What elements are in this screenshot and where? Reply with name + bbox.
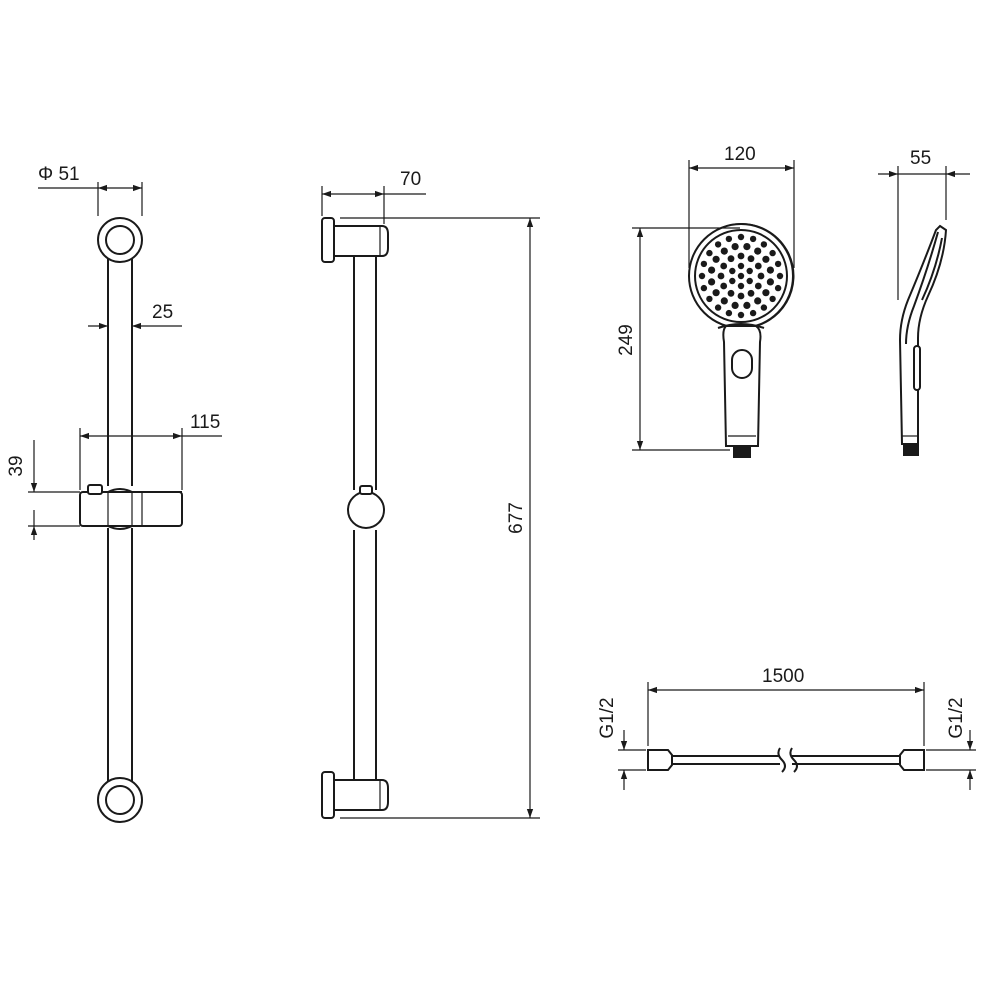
hose-length-label: 1500 (762, 666, 804, 687)
nozzle-dot (743, 301, 751, 309)
nozzle-dot (737, 292, 745, 300)
rail-front-view: Φ 51 25 115 39 (6, 164, 222, 823)
thread-right-label: G1/2 (946, 697, 967, 738)
rail-side-view: 70 677 (321, 169, 540, 819)
dimension-thread-left: G1/2 (597, 697, 646, 790)
nozzle-dot (706, 249, 713, 257)
nozzle-dot (754, 282, 762, 290)
nozzle-dot (754, 262, 762, 270)
nozzle-dot (747, 255, 755, 263)
hand-shower-side: 55 (878, 148, 970, 456)
dimension-head-width: 120 (688, 144, 795, 268)
dimension-ring-diameter: Φ 51 (38, 164, 143, 216)
nozzle-dot (749, 235, 757, 243)
top-wall-plate (321, 217, 335, 263)
wall-offset-label: 70 (400, 169, 421, 190)
rail-width-label: 25 (152, 302, 173, 323)
dimension-thread-right: G1/2 (926, 697, 976, 790)
nozzle-dot (766, 278, 775, 286)
nozzle-dot (776, 272, 784, 280)
nozzle-dot (760, 304, 768, 311)
nozzle-dot (737, 272, 745, 280)
dimension-wall-offset: 70 (321, 169, 426, 224)
nozzle-dot (760, 241, 768, 248)
dimension-slider-height: 39 (6, 440, 80, 540)
nozzle-dot (769, 249, 776, 257)
dimension-head-depth: 55 (878, 148, 970, 300)
nozzle-dot (746, 277, 753, 285)
nozzle-dot (725, 309, 733, 317)
nozzle-dot (747, 289, 755, 297)
hose-nut-left (647, 749, 673, 771)
nozzle-dot (754, 247, 762, 255)
nozzle-dot (727, 255, 735, 263)
dimension-hose-length: 1500 (647, 666, 925, 746)
thread-left-label: G1/2 (597, 697, 618, 738)
shower-hose: 1500 G1/2 G1/2 (597, 666, 976, 790)
dimension-rail-length: 677 (340, 217, 540, 819)
nozzle-dot (725, 235, 733, 243)
head-width-label: 120 (724, 144, 756, 165)
nozzle-dot (737, 252, 745, 260)
nozzle-dot (754, 297, 762, 305)
nozzle-dot (700, 284, 708, 292)
nozzle-dot (698, 272, 706, 280)
hose-nut-right (899, 749, 925, 771)
nozzle-dot (727, 289, 735, 297)
nozzle-dot (762, 255, 770, 263)
nozzle-dot (700, 260, 708, 268)
nozzle-dot (731, 243, 739, 251)
nozzle-dot (729, 277, 736, 285)
slider-holder-front (79, 484, 183, 530)
nozzle-dot (712, 289, 720, 297)
dimension-rail-width: 25 (88, 302, 182, 330)
nozzle-dot (762, 289, 770, 297)
bottom-wall-plate (321, 771, 335, 819)
slider-height-label: 39 (6, 455, 27, 476)
nozzle-dot (737, 311, 745, 319)
ring-diameter-label: Φ 51 (38, 164, 80, 185)
dimension-slider-length: 115 (79, 412, 222, 490)
nozzle-dot (714, 304, 722, 311)
nozzle-dot (749, 309, 757, 317)
spray-switch-button (731, 349, 753, 379)
nozzle-dot (720, 297, 728, 305)
nozzle-dot (757, 272, 765, 280)
head-depth-label: 55 (910, 148, 931, 169)
nozzle-dot (774, 260, 782, 268)
nozzle-dot (729, 267, 736, 275)
nozzle-dot (712, 255, 720, 263)
nozzle-dot (720, 282, 728, 290)
spray-nozzles (698, 233, 784, 319)
nozzle-dot (720, 247, 728, 255)
nozzle-dot (737, 262, 745, 270)
nozzle-dot (720, 262, 728, 270)
slider-length-label: 115 (190, 412, 220, 433)
nozzle-dot (708, 278, 716, 286)
rail-length-label: 677 (506, 502, 527, 534)
nozzle-dot (737, 282, 745, 290)
nozzle-dot (769, 295, 776, 303)
slider-holder-side (347, 491, 385, 529)
hand-shower-front: 120 249 (616, 144, 795, 458)
nozzle-dot (714, 241, 722, 248)
nozzle-dot (706, 295, 713, 303)
nozzle-dot (743, 243, 751, 251)
nozzle-dot (717, 272, 725, 280)
dimension-head-height: 249 (616, 227, 740, 451)
nozzle-dot (774, 284, 782, 292)
nozzle-dot (708, 266, 716, 274)
nozzle-dot (737, 233, 745, 241)
nozzle-dot (746, 267, 753, 275)
nozzle-dot (731, 301, 739, 309)
nozzle-dot (766, 266, 775, 274)
head-height-label: 249 (616, 324, 637, 356)
